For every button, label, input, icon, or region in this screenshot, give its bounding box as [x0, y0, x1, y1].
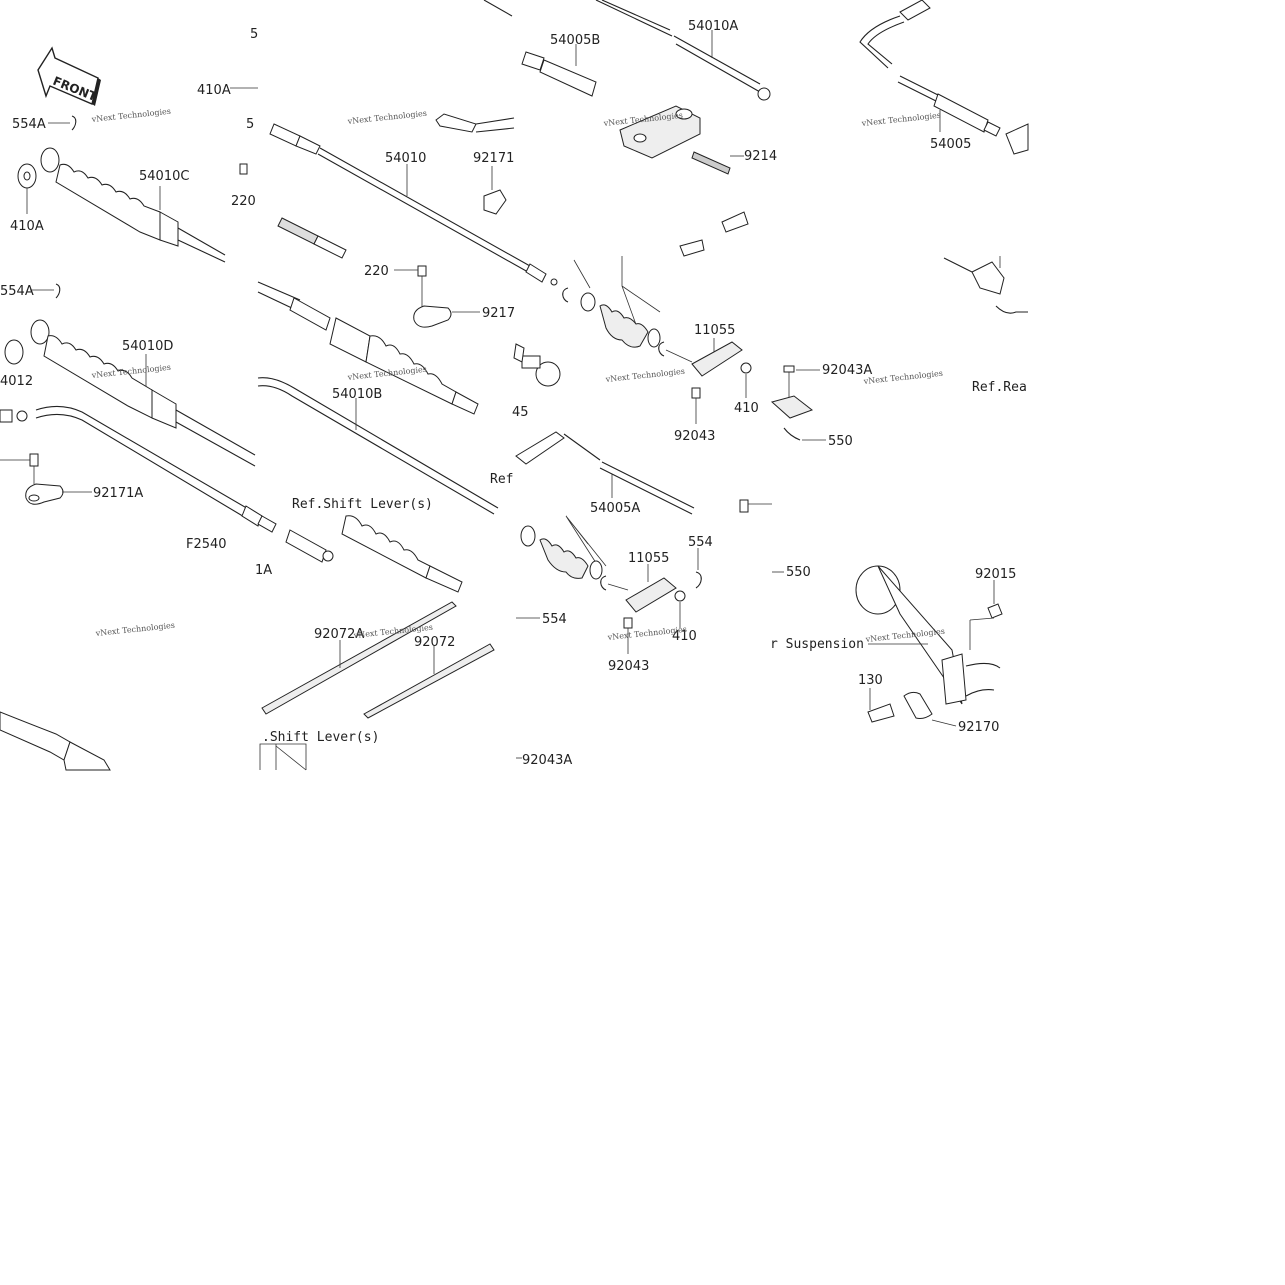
tile-front-cables: FRONT 554A 410A 54010C 554A	[0, 27, 334, 771]
label-5: 5	[250, 27, 258, 42]
label-54005b: 54005B	[550, 33, 600, 48]
tile-rear-linkage: 54005 92043A 550 Ref.Rea 92015 92170 130	[770, 0, 1029, 735]
label-554: 554	[542, 612, 567, 627]
label-92015: 92015	[975, 567, 1016, 582]
watermark-7: vNext Technologies	[604, 367, 685, 384]
label-54005a: 54005A	[590, 501, 640, 516]
ref-partial: Ref	[490, 472, 513, 487]
watermark-8: vNext Technologies	[862, 369, 943, 386]
label-54010: 54010	[385, 151, 426, 166]
label-554a: 554A	[0, 284, 34, 299]
ref-shift-lever: Ref.Shift Lever(s)	[292, 497, 433, 512]
tile-main-cables: 54010 92171 220 9217	[257, 113, 558, 771]
watermark-group: vNext Technologies vNext Technologies vN…	[90, 107, 945, 644]
label-92043-top: 92043	[674, 429, 715, 444]
label-54010c: 54010C	[139, 169, 189, 184]
label-54010a: 54010A	[688, 19, 738, 34]
label-550: 550	[786, 565, 811, 580]
tile-linkage: 54005B 54010A 9214 11055 410	[483, 0, 811, 768]
label-92171a: 92171A	[93, 486, 143, 501]
label-92043a-top: 92043A	[822, 363, 872, 378]
watermark-2: vNext Technologies	[346, 109, 427, 126]
label-5b: 5	[246, 117, 254, 132]
cable-boot-lower	[257, 281, 479, 415]
watermark-4: vNext Technologies	[860, 111, 941, 128]
label-54010b: 54010B	[332, 387, 382, 402]
label-550-top: 550	[828, 434, 853, 449]
label-f2540: F2540	[186, 537, 227, 552]
label-130: 130	[858, 673, 883, 688]
label-92072a: 92072A	[314, 627, 364, 642]
label-554a-top: 554A	[12, 117, 46, 132]
watermark-9: vNext Technologies	[94, 621, 175, 638]
cable-54010d	[0, 319, 334, 563]
label-92072: 92072	[414, 635, 455, 650]
label-410a: 410A	[10, 219, 44, 234]
label-4012: 4012	[0, 374, 33, 389]
front-arrow-icon: FRONT	[37, 46, 101, 106]
label-554-top: 554	[688, 535, 713, 550]
watermark-1: vNext Technologies	[90, 107, 171, 124]
label-9217: 9217	[482, 306, 515, 321]
label-220: 220	[364, 264, 389, 279]
label-54010d: 54010D	[122, 339, 173, 354]
label-1a: 1A	[255, 563, 272, 578]
label-11055-top: 11055	[694, 323, 735, 338]
label-92043: 92043	[608, 659, 649, 674]
label-410-top: 410	[734, 401, 759, 416]
label-54005: 54005	[930, 137, 971, 152]
label-220-left: 220	[231, 194, 256, 209]
ref-rear: Ref.Rea	[972, 380, 1027, 395]
label-11055: 11055	[628, 551, 669, 566]
label-9214: 9214	[744, 149, 777, 164]
ref-suspension: r Suspension	[770, 637, 864, 652]
label-410a-top: 410A	[197, 83, 231, 98]
label-45: 45	[512, 405, 529, 420]
label-92170: 92170	[958, 720, 999, 735]
cable-54010c	[40, 147, 226, 263]
cable-54010	[269, 123, 558, 286]
label-410: 410	[672, 629, 697, 644]
ref-shift-lever-partial: .Shift Lever(s)	[262, 730, 379, 745]
label-92043a: 92043A	[522, 753, 572, 768]
label-92171: 92171	[473, 151, 514, 166]
